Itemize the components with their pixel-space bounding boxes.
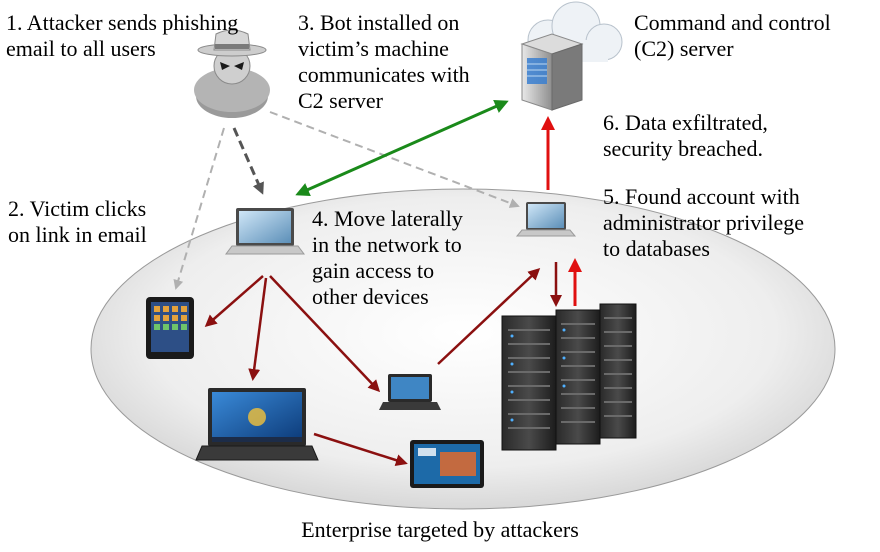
c2-server-label: Command and control (C2) server [634, 10, 831, 61]
lateral-arrow-small-laptop [269, 275, 381, 393]
attacker-icon [194, 29, 270, 118]
c2-communication-arrow [295, 100, 509, 196]
lateral-arrows [204, 262, 562, 466]
tablet-icon [146, 297, 194, 359]
victim-click-arrow [232, 127, 264, 195]
c2-server-icon [520, 33, 584, 111]
server-rack-icon [501, 303, 637, 451]
small-laptop-icon [379, 374, 441, 410]
step4-label: 4. Move laterally in the network to gain… [312, 206, 463, 309]
step1-label: 1. Attacker sends phishing email to all … [6, 10, 239, 61]
lateral-arrow-windows-laptop [248, 277, 268, 381]
exfiltration-arrows [541, 116, 582, 306]
lateral-arrow-admin-laptop [437, 267, 541, 365]
step5-label: 5. Found account with administrator priv… [603, 184, 804, 261]
step6-label: 6. Data exfiltrated, security breached. [603, 110, 768, 161]
lateral-arrow-tablet [204, 275, 264, 327]
lateral-arrow-android-tablet [313, 432, 408, 466]
android-tablet-icon [410, 440, 484, 488]
phish-arrow-tablet [173, 127, 225, 290]
diagram-caption: Enterprise targeted by attackers [301, 517, 579, 542]
admin-laptop-icon [515, 202, 577, 237]
victim-laptop-icon [225, 208, 305, 255]
step3-label: 3. Bot installed on victim’s machine com… [298, 10, 470, 113]
windows-laptop-icon [195, 388, 319, 461]
step2-label: 2. Victim clicks on link in email [8, 196, 147, 247]
